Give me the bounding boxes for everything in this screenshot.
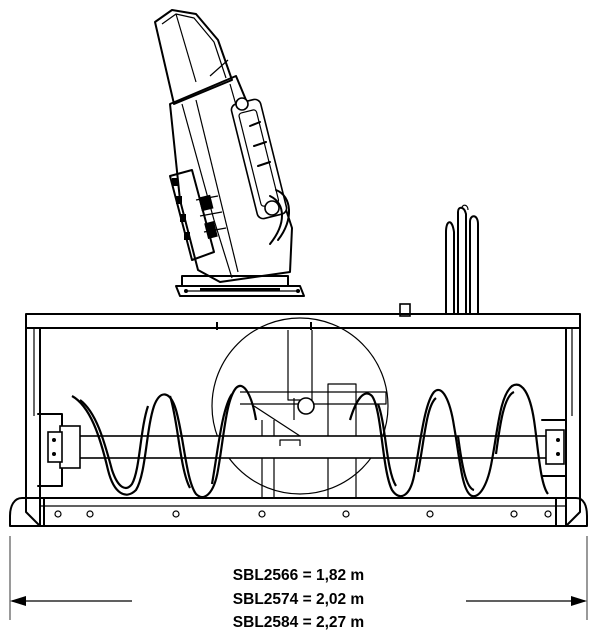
arrowhead-right-icon xyxy=(571,596,587,606)
hydraulic-hoses xyxy=(399,204,479,317)
chute-cylinder xyxy=(230,97,288,220)
arrowhead-left-icon xyxy=(10,596,26,606)
auger-shaft xyxy=(47,425,565,469)
blower-housing xyxy=(9,313,588,527)
chute-rotation-gear xyxy=(169,169,227,261)
dimension-label-sbl2574: SBL2574 = 2,02 m xyxy=(232,591,365,608)
auger-flights xyxy=(71,383,549,499)
scraper-bolts xyxy=(54,510,552,518)
width-dimension-line xyxy=(9,536,588,620)
dimension-label-sbl2584: SBL2584 = 2,27 m xyxy=(232,614,365,631)
dimension-label-sbl2566: SBL2566 = 1,82 m xyxy=(232,567,365,584)
impeller xyxy=(211,317,389,499)
discharge-chute xyxy=(154,9,305,297)
